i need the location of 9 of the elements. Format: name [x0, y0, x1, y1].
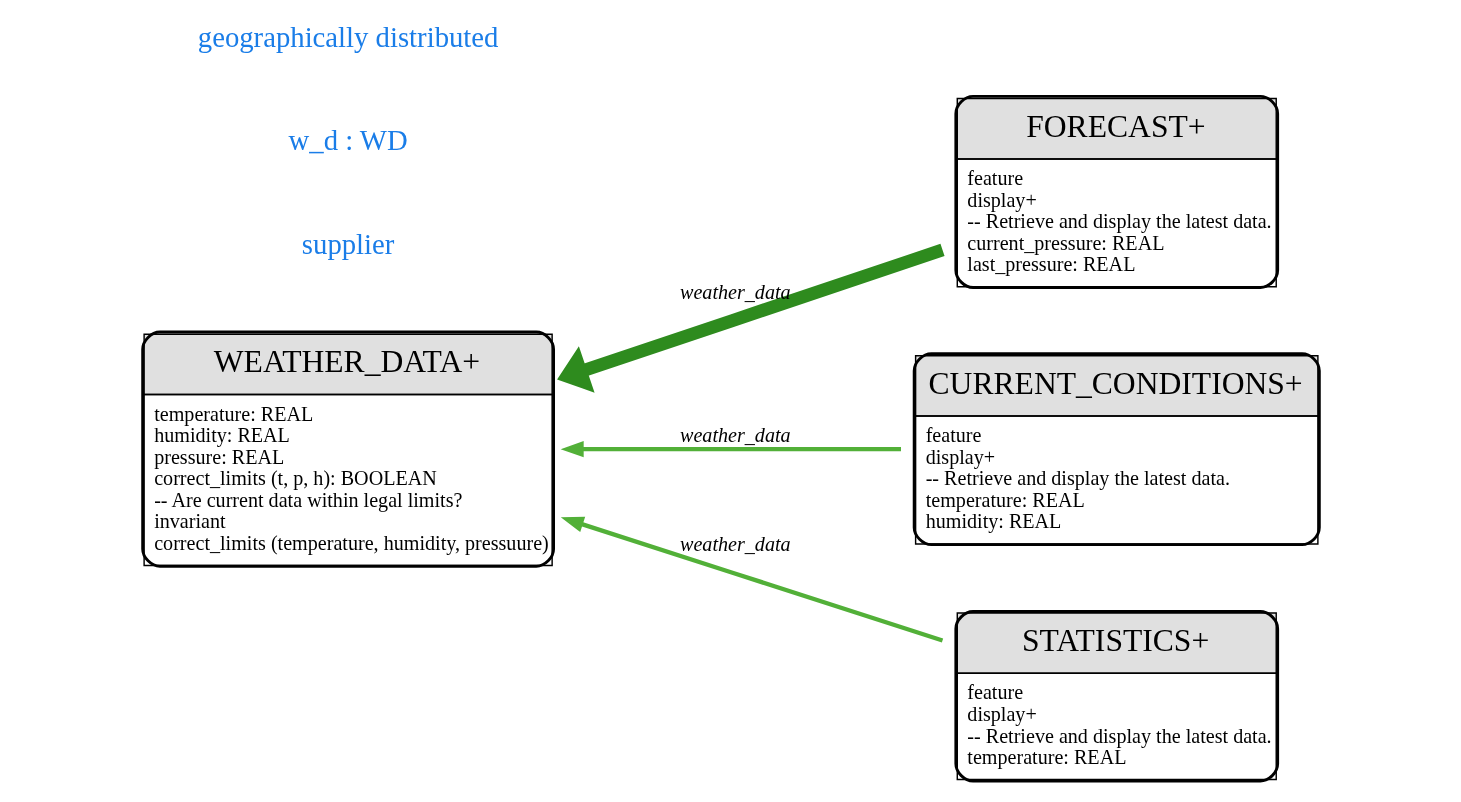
label: geographically distributed [197, 20, 498, 53]
label: w_d : WD [288, 124, 408, 157]
arrow [560, 516, 943, 643]
arrow [556, 243, 945, 393]
edge-label: weather_data [679, 424, 791, 447]
arrow [560, 441, 901, 458]
edge-label: weather_data [679, 280, 791, 303]
edge-label: weather_data [679, 533, 791, 556]
label: supplier [301, 227, 394, 260]
